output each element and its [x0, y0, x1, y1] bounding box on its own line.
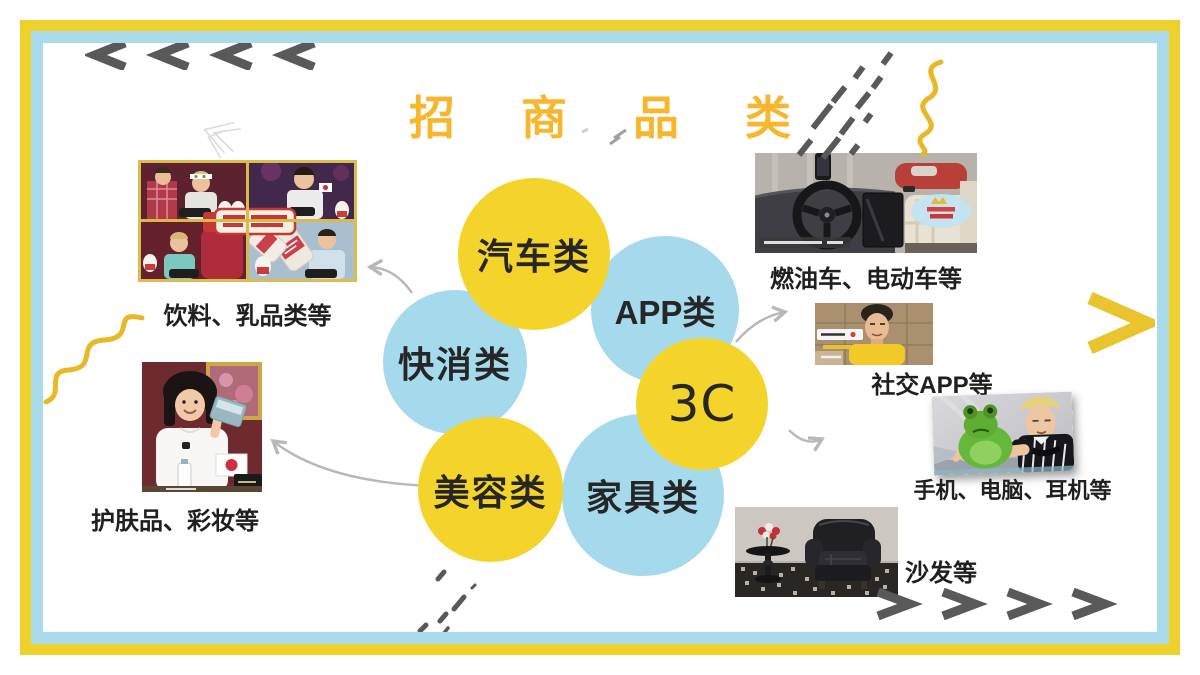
photo-cars [755, 153, 977, 253]
bubble-app-label: APP类 [614, 294, 716, 331]
yellow-chevron-right-icon [1087, 292, 1155, 354]
curved-arrow-icon [788, 429, 825, 452]
bubble-fmcg: 快消类 [383, 290, 527, 434]
caption-cars: 燃油车、电动车等 [770, 266, 962, 293]
page-title: 招商品类 [409, 92, 857, 144]
bubble-3c: 3C [636, 338, 768, 470]
photo-drinks [138, 160, 357, 282]
chevrons-left-icon [85, 40, 316, 70]
bubble-beauty: 美容类 [418, 417, 563, 562]
bubble-beauty-label: 美容类 [433, 471, 548, 513]
caption-drinks: 饮料、乳品类等 [163, 303, 332, 330]
title-dashes-icon [581, 127, 627, 146]
squiggle-icon [917, 59, 944, 157]
curved-arrow-icon [366, 258, 413, 294]
dashed-lines-icon [796, 51, 894, 160]
photo-devices [931, 391, 1075, 476]
squiggle-icon [43, 314, 145, 405]
caption-social: 社交APP等 [871, 372, 993, 399]
curved-arrow-icon [735, 305, 789, 343]
bubble-3c-label: 3C [667, 375, 737, 433]
caption-skincare: 护肤品、彩妆等 [91, 508, 259, 535]
caption-devices: 手机、电脑、耳机等 [913, 478, 1112, 503]
dashes-scatter-icon [403, 569, 477, 648]
scribble-chevron-icon [203, 121, 241, 159]
photo-sofa [735, 507, 898, 597]
photo-social [815, 303, 933, 365]
flowers [758, 523, 780, 550]
curved-arrow-icon [270, 438, 433, 488]
chevrons-right-icon [876, 588, 1117, 620]
bubble-furniture-label: 家具类 [585, 477, 700, 518]
bubble-auto: 汽车类 [458, 178, 610, 330]
caption-sofa: 沙发等 [905, 560, 977, 587]
bubble-auto-label: 汽车类 [476, 236, 591, 277]
bubble-fmcg-label: 快消类 [397, 344, 512, 385]
photo-skincare [142, 362, 262, 492]
